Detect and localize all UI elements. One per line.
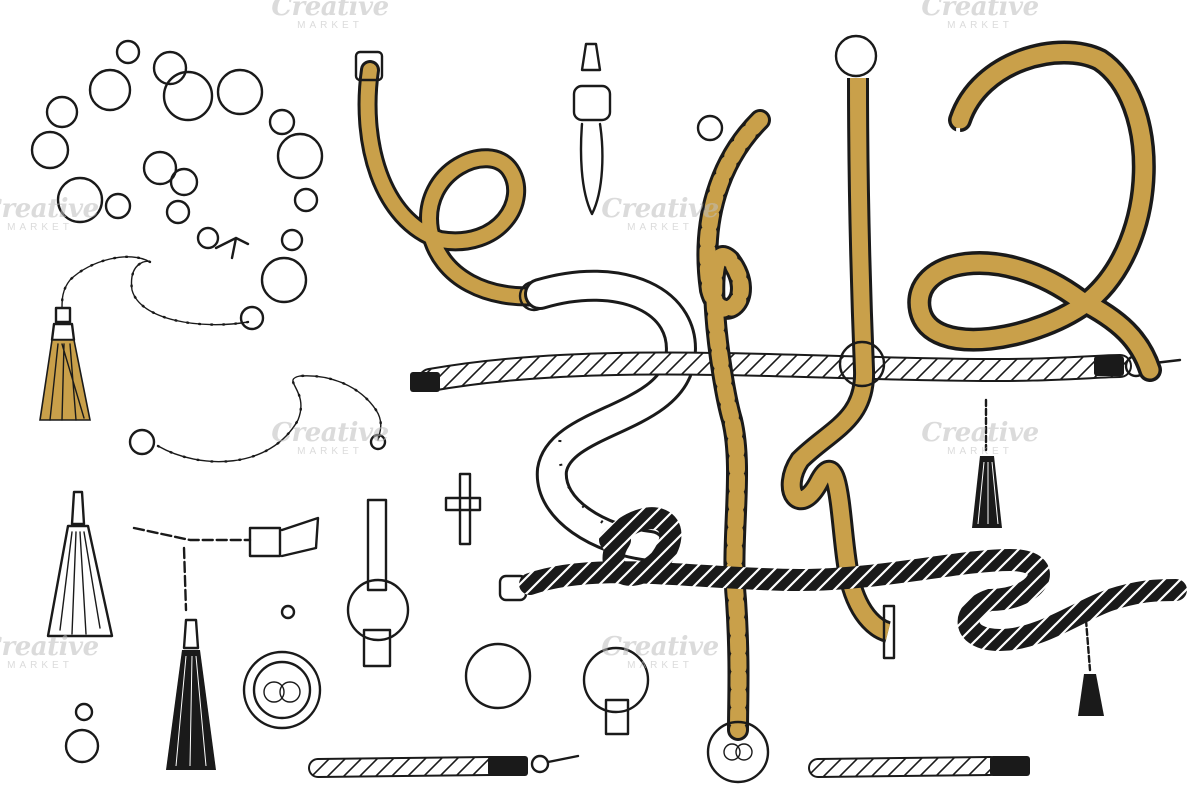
coin-pendant (242, 604, 322, 730)
small-ball-chain (128, 374, 387, 463)
bottom-rope-right (808, 756, 1030, 778)
ring-strap-buckle (346, 498, 410, 668)
looped-gold-ribbon (907, 40, 1162, 382)
ring-with-tab (582, 646, 650, 736)
silver-ball-chain-with-tassel (39, 255, 250, 421)
right-black-tassel (972, 398, 1002, 528)
gold-buckle-belt-strap (354, 50, 550, 312)
white-tassel (46, 490, 114, 638)
small-pendant (64, 702, 100, 764)
black-tassel (166, 618, 216, 770)
plain-ring (464, 642, 532, 710)
twisted-gold-link-chain (696, 109, 771, 784)
bottom-rope-left (308, 754, 580, 778)
lobster-clasp-keychain (572, 42, 612, 216)
twisted-rope-cord (410, 351, 1182, 392)
gold-bead-bracelet (30, 39, 324, 331)
black-twisted-chain (519, 507, 1187, 716)
toggle-bar (444, 472, 482, 546)
chain-with-black-tassel (132, 516, 320, 612)
